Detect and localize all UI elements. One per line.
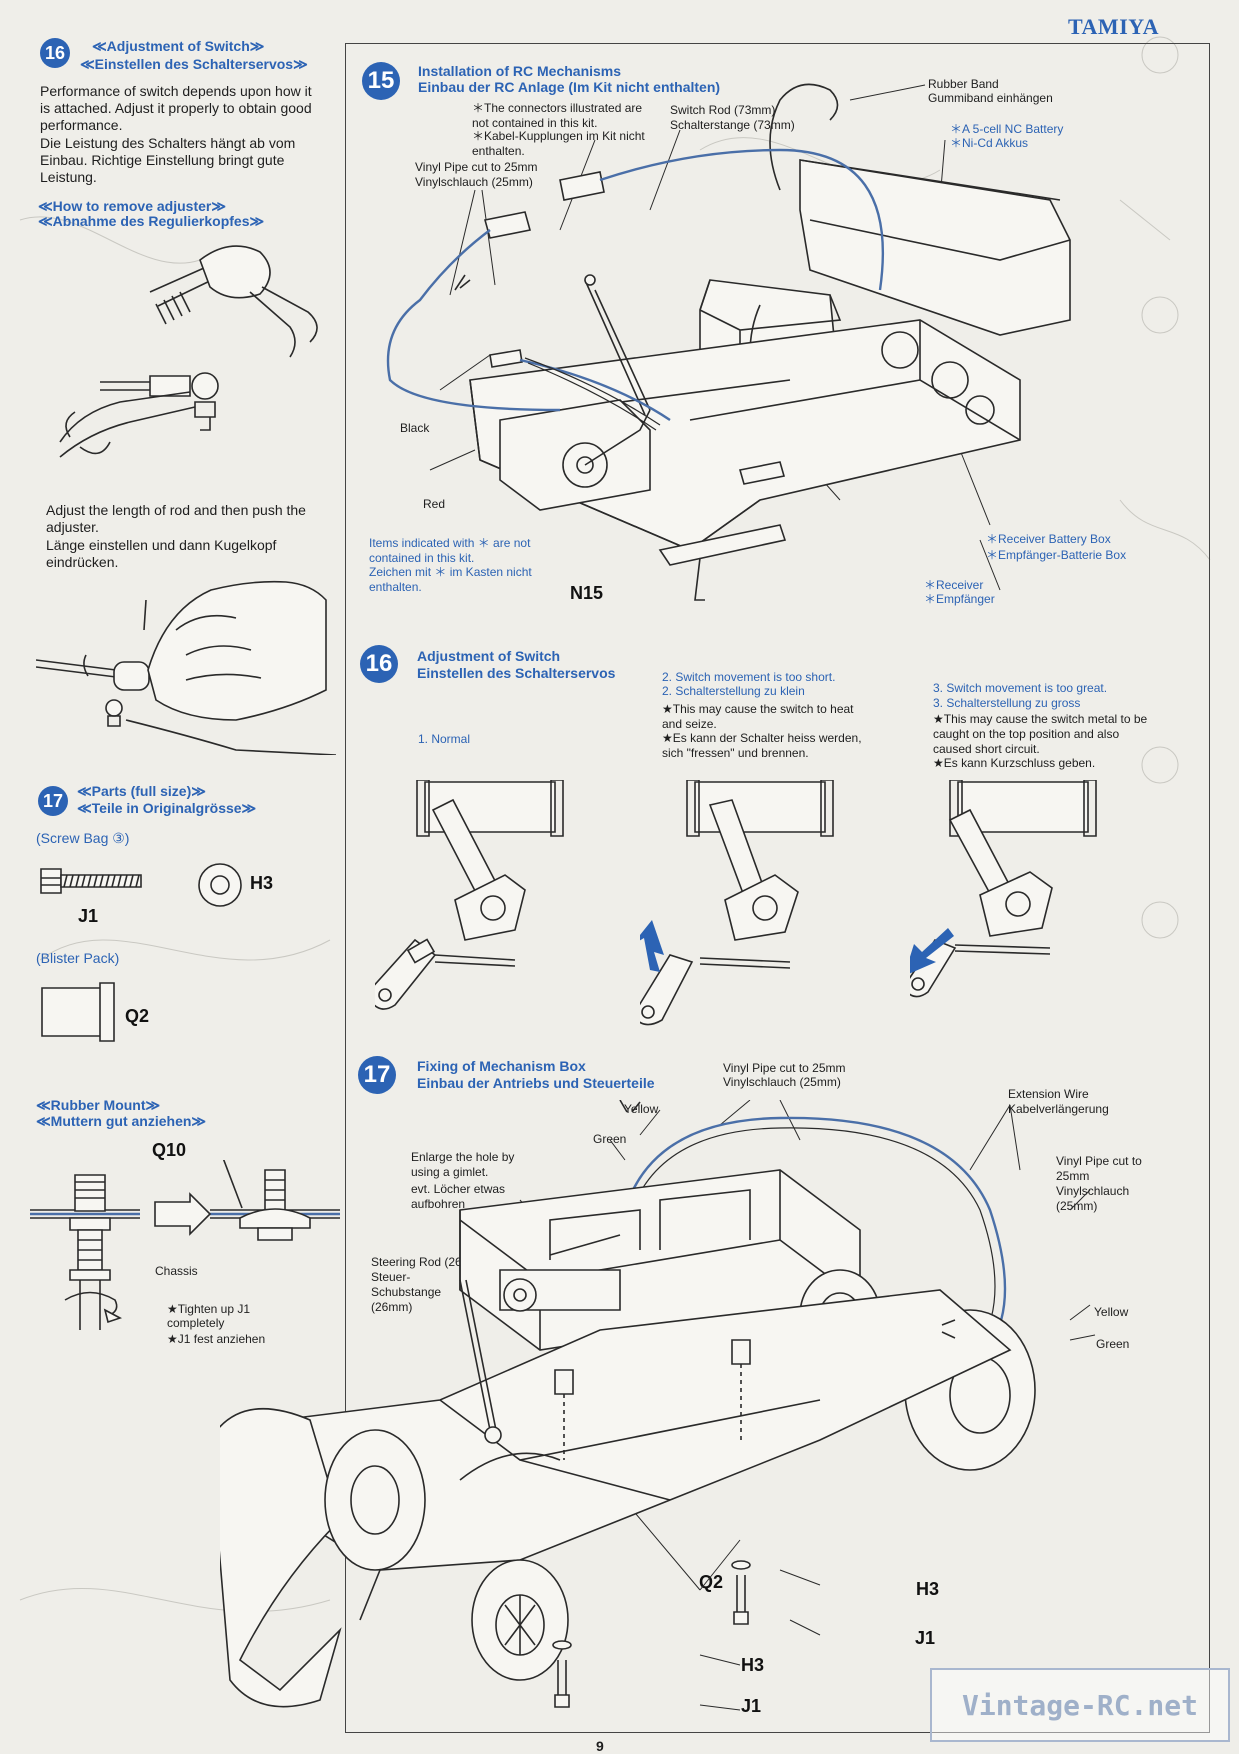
green-wire-label: Green bbox=[593, 1132, 627, 1146]
h3-washer-part bbox=[197, 862, 243, 908]
q10-label: Q10 bbox=[152, 1140, 187, 1160]
receiver-battery-box-en: ＊Receiver Battery Box bbox=[986, 532, 1111, 546]
step-17-title-de: Einbau der Antriebs und Steuerteile bbox=[417, 1075, 655, 1091]
battery-label-de: ＊Ni-Cd Akkus bbox=[950, 136, 1029, 150]
receiver-label-en: ＊Receiver bbox=[924, 578, 984, 592]
watermark: Vintage-RC.net bbox=[930, 1668, 1230, 1742]
push-adjuster-illustration bbox=[36, 570, 336, 755]
switch-normal-label: 1. Normal bbox=[418, 732, 471, 746]
steering-rod-label-en: Steering Rod (26mm) bbox=[371, 1255, 486, 1269]
step-17-vinyl2-label-de: Vinylschlauch (25mm) bbox=[1056, 1184, 1130, 1213]
step-15-connector-note-en: ＊The connectors illustrated are not cont… bbox=[472, 101, 643, 130]
enlarge-hole-note-en: Enlarge the hole by using a gimlet. bbox=[411, 1150, 515, 1179]
q2-mount-label: Q2 bbox=[699, 1572, 724, 1592]
left-step-16-title-de: ≪Einstellen des Schalterservos≫ bbox=[80, 56, 308, 72]
red-wire-label: Red bbox=[423, 497, 446, 511]
battery-label-en: ＊A 5-cell NC Battery bbox=[950, 122, 1064, 136]
adjust-rod-text-de: Länge einstellen und dann Kugelkopf eind… bbox=[46, 537, 277, 570]
enlarge-hole-note-de: evt. Löcher etwas aufbohren bbox=[411, 1182, 506, 1211]
step-17-vinyl2-label-en: Vinyl Pipe cut to 25mm bbox=[1056, 1154, 1142, 1183]
step-16-title-en: Adjustment of Switch bbox=[417, 648, 561, 664]
step-15-title-en: Installation of RC Mechanisms bbox=[418, 63, 622, 79]
left-step-17-title-en: ≪Parts (full size)≫ bbox=[77, 783, 206, 799]
switch-diagram-short bbox=[640, 780, 840, 1030]
step-17-illustration bbox=[220, 1100, 1200, 1730]
not-contained-note-en: Items indicated with ＊ are not contained… bbox=[369, 536, 531, 565]
rubber-band-label-en: Rubber Band bbox=[928, 77, 999, 91]
step-17-badge: 17 bbox=[358, 1056, 396, 1094]
left-step-16-title-en: ≪Adjustment of Switch≫ bbox=[92, 38, 265, 54]
step-16-title-de: Einstellen des Schalterservos bbox=[417, 665, 616, 681]
switch-great-label-en: 3. Switch movement is too great. bbox=[933, 681, 1108, 695]
green-wire-label-2: Green bbox=[1096, 1337, 1130, 1351]
switch-diagram-normal bbox=[375, 780, 575, 1020]
watermark-text: Vintage-RC.net bbox=[961, 1688, 1198, 1722]
switch-great-note-de: ★Es kann Kurzschluss geben. bbox=[933, 756, 1096, 770]
extension-wire-label-en: Extension Wire bbox=[1008, 1087, 1089, 1101]
not-contained-note-de: Zeichen mit ＊ im Kasten nicht enthalten. bbox=[369, 565, 532, 594]
blister-pack-label: (Blister Pack) bbox=[36, 950, 120, 966]
remove-adjuster-title-de: ≪Abnahme des Regulierkopfes≫ bbox=[38, 213, 265, 229]
j1-label: J1 bbox=[78, 906, 99, 926]
receiver-battery-box-de: ＊Empfänger-Batterie Box bbox=[986, 548, 1127, 562]
step-15-connector-note-de: ＊Kabel-Kupplungen im Kit nicht enthalten… bbox=[472, 129, 645, 158]
j1-screw-part bbox=[40, 866, 145, 896]
adjust-rod-text-en: Adjust the length of rod and then push t… bbox=[46, 502, 306, 535]
step-16-badge: 16 bbox=[360, 645, 398, 683]
switch-short-note-en: ★This may cause the switch to heat and s… bbox=[662, 702, 854, 731]
step-15-title-de: Einbau der RC Anlage (Im Kit nicht entha… bbox=[418, 79, 721, 95]
q2-bushing-part bbox=[40, 982, 120, 1044]
remove-adjuster-title-en: ≪How to remove adjuster≫ bbox=[38, 198, 227, 214]
step-15-illustration bbox=[360, 80, 1200, 620]
black-wire-label: Black bbox=[400, 421, 430, 435]
left-step-17-badge: 17 bbox=[38, 786, 68, 816]
switch-great-label-de: 3. Schalterstellung zu gross bbox=[933, 696, 1081, 710]
switch-rod-label-en: Switch Rod (73mm) bbox=[670, 103, 776, 117]
left-step-16-body-en: Performance of switch depends upon how i… bbox=[40, 83, 312, 133]
rubber-mount-title-de: ≪Muttern gut anziehen≫ bbox=[36, 1113, 207, 1129]
switch-diagram-great bbox=[910, 780, 1110, 1010]
chassis-label: Chassis bbox=[155, 1264, 198, 1278]
j1-screw-label-1: J1 bbox=[915, 1628, 936, 1648]
switch-rod-label-de: Schalterstange (73mm) bbox=[670, 118, 795, 132]
h3-label: H3 bbox=[250, 873, 274, 893]
switch-short-note-de: ★Es kann der Schalter heiss werden, sich… bbox=[662, 731, 862, 760]
step-15-badge: 15 bbox=[362, 62, 400, 100]
left-step-17-title-de: ≪Teile in Originalgrösse≫ bbox=[77, 800, 257, 816]
step-17-vinyl-label-en: Vinyl Pipe cut to 25mm bbox=[723, 1061, 846, 1075]
tighten-j1-en: ★Tighten up J1 completely bbox=[167, 1302, 251, 1330]
screw-bag-label: (Screw Bag ③) bbox=[36, 830, 130, 846]
rubber-band-label-de: Gummiband einhängen bbox=[928, 91, 1053, 105]
h3-washer-label-1: H3 bbox=[916, 1579, 940, 1599]
j1-screw-label-2: J1 bbox=[741, 1696, 762, 1716]
steering-rod-label-de: Steuer-Schubstange (26mm) bbox=[371, 1270, 442, 1314]
vinyl-pipe-label-de: Vinylschlauch (25mm) bbox=[415, 175, 533, 189]
page-number: 9 bbox=[596, 1738, 604, 1754]
step-17-title-en: Fixing of Mechanism Box bbox=[417, 1058, 586, 1074]
left-step-16-body-de: Die Leistung des Schalters hängt ab vom … bbox=[40, 135, 296, 185]
steps-panel bbox=[345, 43, 1210, 1733]
receiver-label-de: ＊Empfänger bbox=[924, 592, 995, 606]
h3-washer-label-2: H3 bbox=[741, 1655, 765, 1675]
q2-label: Q2 bbox=[125, 1006, 150, 1026]
tighten-j1-de: ★J1 fest anziehen bbox=[167, 1332, 266, 1346]
vinyl-pipe-label-en: Vinyl Pipe cut to 25mm bbox=[415, 160, 538, 174]
remove-adjuster-illustration bbox=[40, 232, 330, 472]
rubber-mount-title-en: ≪Rubber Mount≫ bbox=[36, 1097, 161, 1113]
yellow-wire-label: Yellow bbox=[624, 1102, 659, 1116]
n15-label: N15 bbox=[570, 583, 604, 603]
switch-short-label-en: 2. Switch movement is too short. bbox=[662, 670, 836, 684]
step-17-vinyl-label-de: Vinylschlauch (25mm) bbox=[723, 1075, 841, 1089]
brand-logo: TAMIYA bbox=[1068, 14, 1160, 39]
switch-great-note-en: ★This may cause the switch metal to be c… bbox=[933, 712, 1148, 756]
left-step-16-badge: 16 bbox=[40, 38, 70, 68]
rubber-mount-illustration bbox=[30, 1160, 340, 1335]
yellow-wire-label-2: Yellow bbox=[1094, 1305, 1129, 1319]
extension-wire-label-de: Kabelverlängerung bbox=[1008, 1102, 1109, 1116]
switch-short-label-de: 2. Schalterstellung zu klein bbox=[662, 684, 805, 698]
